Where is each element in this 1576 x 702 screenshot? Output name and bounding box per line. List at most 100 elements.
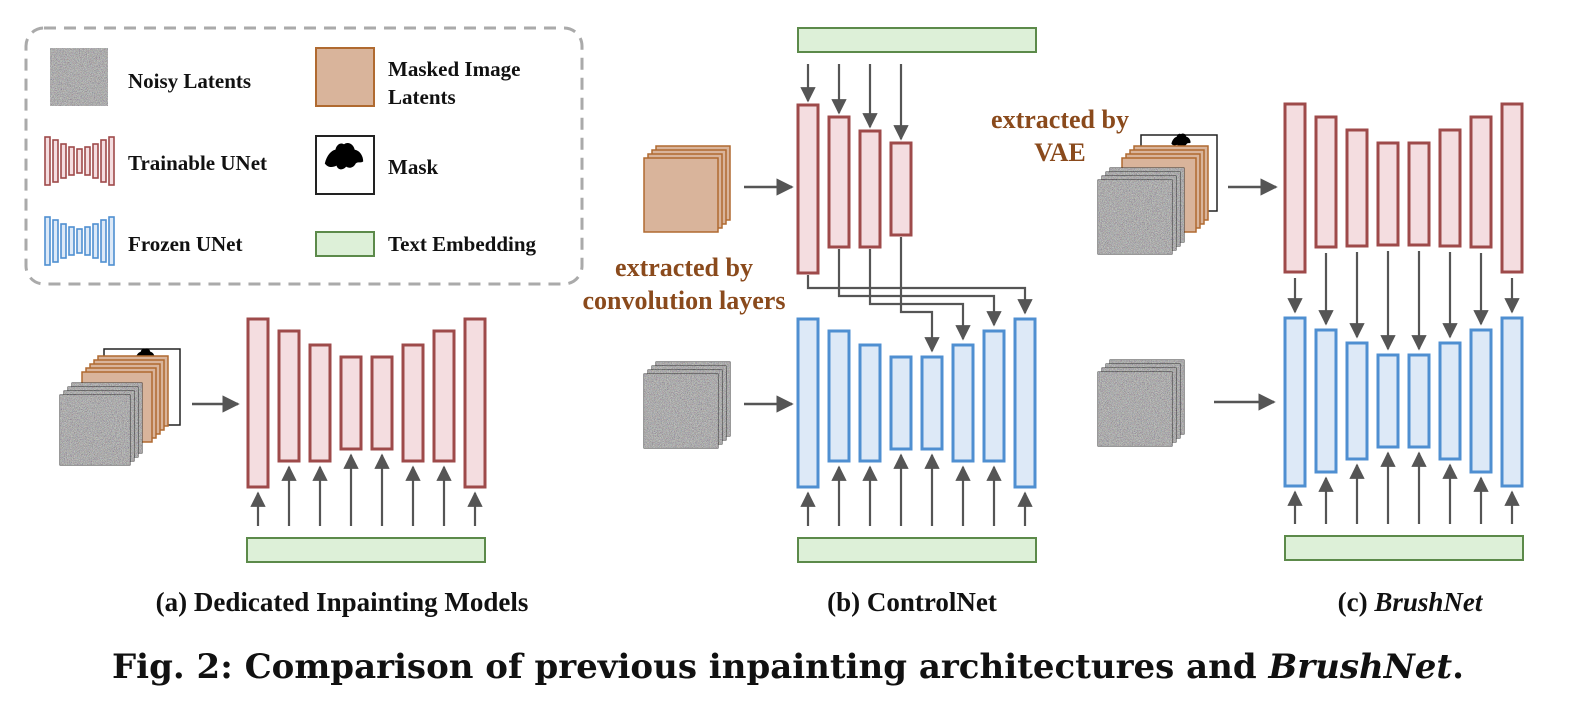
legend-frozen-bar: [44, 216, 51, 266]
legend-trainable-bar: [100, 139, 107, 183]
panel-c-input-stack: [1097, 133, 1218, 255]
panel-b-noisy-latents-stack: [643, 361, 731, 449]
panel-c: extracted by VAE (c) BrushNet: [991, 102, 1524, 617]
legend-trainable-bar: [76, 148, 83, 174]
panel-b-text-arrows: [800, 453, 1033, 526]
masked-latent-layer: [643, 157, 719, 233]
legend-trainable-bar: [60, 143, 67, 179]
panel-a-unet-block-3: [308, 343, 332, 463]
panel-c-text-arrows: [1287, 451, 1520, 524]
legend-frozen-unet-label: Frozen UNet: [128, 232, 243, 256]
legend-trainable-unet-icon: [44, 136, 115, 186]
panel-a-unet-block-8: [463, 317, 487, 489]
panel-b-encoder-block-1: [796, 103, 820, 275]
panel-a-label: (a) Dedicated Inpainting Models: [156, 587, 529, 617]
annotation-vae-line-1: extracted by: [991, 105, 1129, 134]
panel-a-unet-block-1: [246, 317, 270, 489]
noisy-latent-texture: [60, 395, 130, 465]
panel-b-frozen-block-1: [796, 317, 820, 489]
legend-frozen-bar: [108, 216, 115, 266]
panel-b-frozen-block-4: [889, 355, 913, 451]
panel-c-frozen-block-3: [1345, 341, 1369, 461]
legend-mask-label: Mask: [388, 155, 438, 179]
panel-a-unet-block-4: [339, 355, 363, 451]
noisy-latent-texture: [1098, 180, 1172, 254]
legend-text-embedding-label: Text Embedding: [388, 232, 537, 256]
panel-b-skip-connections: [806, 237, 1033, 353]
legend-mask-icon: [315, 135, 375, 195]
legend-trainable-bar: [52, 139, 59, 183]
panel-b-frozen-block-6: [951, 343, 975, 463]
legend-frozen-bar: [60, 223, 67, 259]
panel-c-layer-connections: [1287, 251, 1520, 351]
legend-frozen-bar: [52, 219, 59, 263]
annotation-conv-line-2: convolution layers: [583, 286, 786, 315]
panel-c-trainable-block-1: [1283, 102, 1307, 274]
legend-trainable-bar: [44, 136, 51, 186]
panel-c-frozen-block-4: [1376, 353, 1400, 449]
panel-b-frozen-block-7: [982, 329, 1006, 463]
panel-c-trainable-block-3: [1345, 128, 1369, 248]
legend-frozen-bar: [84, 226, 91, 256]
panel-c-trainable-block-5: [1407, 141, 1431, 247]
legend: Noisy Latents Masked Image Latents Train…: [24, 26, 584, 286]
panel-a: (a) Dedicated Inpainting Models: [59, 317, 529, 617]
panel-c-noisy-latents-stack-2: [1097, 359, 1185, 447]
panel-b-encoder-block-3: [858, 129, 882, 249]
panel-c-trainable-block-6: [1438, 128, 1462, 248]
panel-b: extracted by convolution layers (b) Cont…: [583, 27, 1037, 617]
panel-c-label: (c) BrushNet: [1338, 587, 1484, 617]
panel-b-skip-connection: [868, 249, 971, 341]
panel-c-frozen-block-7: [1469, 328, 1493, 474]
panel-c-frozen-block-1: [1283, 316, 1307, 488]
panel-b-frozen-unet: [796, 317, 1037, 489]
annotation-conv-line-1: extracted by: [615, 253, 753, 282]
panel-b-masked-latents-stack: [643, 145, 731, 233]
panel-c-noisy-latents-stack: [1097, 167, 1185, 255]
legend-frozen-bar: [76, 228, 83, 254]
panel-c-frozen-block-5: [1407, 353, 1431, 449]
annotation-vae-line-2: VAE: [1034, 138, 1086, 167]
panel-c-frozen-block-8: [1500, 316, 1524, 488]
panel-b-skip-connection: [899, 237, 940, 353]
legend-noisy-latents-label: Noisy Latents: [128, 69, 251, 93]
panel-c-text-embedding: [1284, 535, 1524, 561]
panel-b-encoder-block-2: [827, 115, 851, 249]
panel-c-trainable-unet: [1283, 102, 1524, 274]
panel-b-frozen-block-5: [920, 355, 944, 451]
panel-a-unet-block-7: [432, 329, 456, 463]
legend-trainable-bar: [68, 146, 75, 176]
panel-a-noisy-latents-stack: [59, 382, 143, 466]
legend-trainable-bar: [92, 143, 99, 179]
panel-a-text-embedding: [246, 537, 486, 563]
panel-b-skip-connection: [837, 249, 1002, 327]
panel-a-trainable-unet: [246, 317, 487, 489]
panel-a-input-stack: [59, 348, 181, 466]
legend-trainable-unet-label: Trainable UNet: [128, 151, 267, 175]
noisy-latent-texture: [1098, 372, 1172, 446]
figure-caption: Fig. 2: Comparison of previous inpaintin…: [112, 647, 1464, 687]
panel-a-text-arrows: [250, 453, 483, 526]
panel-c-trainable-block-7: [1469, 115, 1493, 249]
panel-b-frozen-block-8: [1013, 317, 1037, 489]
panel-c-trainable-block-8: [1500, 102, 1524, 274]
panel-a-unet-block-5: [370, 355, 394, 451]
legend-noisy-latents-icon: [50, 48, 108, 106]
legend-trainable-bar: [84, 146, 91, 176]
legend-masked-image-latents-label-1: Masked Image: [388, 57, 520, 81]
panel-c-frozen-unet: [1283, 316, 1524, 488]
noisy-latent-texture: [644, 374, 718, 448]
legend-frozen-unet-icon: [44, 216, 115, 266]
legend-text-embedding-icon: [315, 231, 375, 257]
panel-b-frozen-block-2: [827, 329, 851, 463]
panel-b-top-text-arrows: [800, 64, 909, 141]
legend-border: [24, 26, 584, 286]
legend-trainable-bar: [108, 136, 115, 186]
legend-masked-image-latents-label-2: Latents: [388, 85, 456, 109]
panel-a-unet-block-2: [277, 329, 301, 463]
panel-c-frozen-block-2: [1314, 328, 1338, 474]
legend-frozen-bar: [100, 219, 107, 263]
legend-frozen-bar: [68, 226, 75, 256]
panel-c-trainable-block-4: [1376, 141, 1400, 247]
